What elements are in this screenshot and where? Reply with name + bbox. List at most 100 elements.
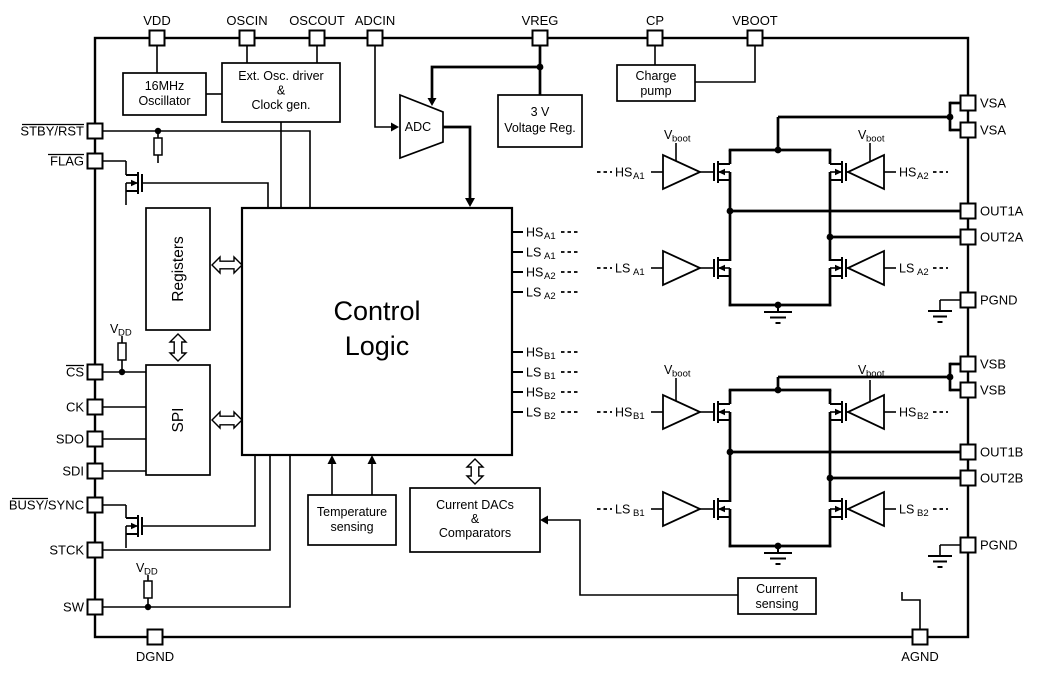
svg-text:SW: SW <box>63 600 85 615</box>
svg-text:16MHz: 16MHz <box>145 79 185 93</box>
ground-symbol <box>764 305 792 324</box>
svg-text:A2: A2 <box>917 171 929 182</box>
svg-text:VSB: VSB <box>980 383 1006 398</box>
nmos-ls-a2 <box>830 257 848 279</box>
svg-text:PGND: PGND <box>980 538 1018 553</box>
signal-label: HS <box>526 226 543 240</box>
svg-text:VSA: VSA <box>980 123 1006 138</box>
driver-label-ls-b1: LS <box>615 503 630 517</box>
svg-text:OUT2B: OUT2B <box>980 471 1023 486</box>
block-current-dacs: Current DACs & Comparators <box>409 487 541 553</box>
driver-label-hs-b1: HS <box>615 406 632 420</box>
svg-text:Ext. Osc. driver: Ext. Osc. driver <box>238 69 323 83</box>
pin-pgnd-b: PGND <box>959 536 1018 554</box>
vboot-label: V <box>664 363 673 377</box>
svg-text:A1: A1 <box>633 267 645 278</box>
svg-text:OUT2A: OUT2A <box>980 230 1024 245</box>
svg-text:OUT1A: OUT1A <box>980 204 1024 219</box>
svg-text:VBOOT: VBOOT <box>732 13 778 28</box>
flag-open-drain-nmos <box>125 161 143 205</box>
svg-text:A1: A1 <box>544 231 556 242</box>
svg-text:V: V <box>136 561 145 575</box>
double-arrow-registers-spi <box>168 333 188 362</box>
pin-sdi: SDI <box>62 462 104 480</box>
svg-text:V: V <box>110 322 119 336</box>
svg-text:PGND: PGND <box>980 293 1018 308</box>
svg-text:boot: boot <box>866 369 885 380</box>
cs-pullup-resistor <box>117 342 127 361</box>
svg-text:OSCIN: OSCIN <box>226 13 267 28</box>
svg-text:pump: pump <box>640 84 671 98</box>
double-arrow-control-dacs <box>465 458 485 485</box>
signal-label: HS <box>526 266 543 280</box>
nmos-ls-b2 <box>830 498 848 520</box>
block-temperature-sensing: Temperature sensing <box>307 494 397 546</box>
svg-text:DD: DD <box>144 567 158 578</box>
adcin-arrow <box>391 122 399 132</box>
svg-text:A2: A2 <box>917 267 929 278</box>
nmos-ls-a1 <box>700 257 730 279</box>
driver-label-hs-b2: HS <box>899 406 916 420</box>
block-oscillator: 16MHz Oscillator <box>122 72 207 116</box>
pin-agnd: AGND <box>901 628 939 664</box>
driver-label-ls-a1: LS <box>615 262 630 276</box>
block-current-sensing: Current sensing <box>737 577 817 615</box>
svg-text:B1: B1 <box>633 508 645 519</box>
double-arrow-spi-control <box>211 410 243 430</box>
sw-pullup-resistor <box>143 580 153 599</box>
svg-text:ADCIN: ADCIN <box>355 13 395 28</box>
nmos-hs-a1 <box>700 161 730 183</box>
block-ext-osc-driver: Ext. Osc. driver & Clock gen. <box>221 62 341 123</box>
sw-pullup-vdd-label: V DD <box>136 561 158 578</box>
svg-text:&: & <box>277 84 286 98</box>
svg-text:B2: B2 <box>544 411 556 422</box>
svg-text:CS: CS <box>66 365 84 380</box>
svg-text:sensing: sensing <box>755 597 798 611</box>
double-arrow-registers-control <box>211 255 243 275</box>
signal-label: LS <box>526 286 541 300</box>
gate-driver-ls-a2 <box>845 249 885 287</box>
pin-flag: FLAG <box>48 152 104 170</box>
signal-label: LS <box>526 246 541 260</box>
pins-top: VDD OSCIN OSCOUT ADCIN VREG CP VBOOT <box>143 13 778 47</box>
svg-text:B1: B1 <box>544 371 556 382</box>
driver-label-hs-a2: HS <box>899 166 916 180</box>
adc-control-arrow <box>465 198 475 207</box>
svg-text:A2: A2 <box>544 291 556 302</box>
gate-signal-outputs: HS A1 LS A1 HS A2 LS A2 HS B1 LS B1 HS B… <box>512 226 580 422</box>
svg-text:Logic: Logic <box>345 331 410 361</box>
busy-open-drain-nmos <box>125 505 143 548</box>
vboot-label: V <box>858 363 867 377</box>
svg-text:CP: CP <box>646 13 664 28</box>
svg-text:A2: A2 <box>544 271 556 282</box>
svg-text:VREG: VREG <box>522 13 559 28</box>
svg-text:OSCOUT: OSCOUT <box>289 13 345 28</box>
gate-driver-hs-a2 <box>845 153 885 191</box>
pin-vdd: VDD <box>143 13 171 47</box>
driver-label-ls-a2: LS <box>899 262 914 276</box>
pin-cs: CS <box>66 363 104 381</box>
arrowheads <box>327 98 548 525</box>
gate-driver-hs-b1 <box>662 393 703 431</box>
svg-text:SDI: SDI <box>62 464 84 479</box>
block-charge-pump: Charge pump <box>616 64 696 102</box>
pin-oscin: OSCIN <box>226 13 268 47</box>
pins-bottom: DGND AGND <box>136 628 939 664</box>
svg-text:SDO: SDO <box>56 432 84 447</box>
vboot-label: V <box>858 128 867 142</box>
nmos-ls-b1 <box>700 498 730 520</box>
svg-text:DD: DD <box>118 328 132 339</box>
svg-text:boot: boot <box>672 369 691 380</box>
pin-out2b: OUT2B <box>959 469 1023 487</box>
svg-text:VSB: VSB <box>980 357 1006 372</box>
pin-busy-sync: BUSY/SYNC <box>9 496 104 514</box>
gate-driver-ls-b2 <box>845 490 885 528</box>
svg-text:Voltage Reg.: Voltage Reg. <box>504 121 576 135</box>
nmos-hs-a2 <box>830 161 848 183</box>
pin-out2a: OUT2A <box>959 228 1024 246</box>
svg-text:A1: A1 <box>544 251 556 262</box>
block-registers: Registers <box>145 207 211 331</box>
pin-sw: SW <box>63 598 104 616</box>
